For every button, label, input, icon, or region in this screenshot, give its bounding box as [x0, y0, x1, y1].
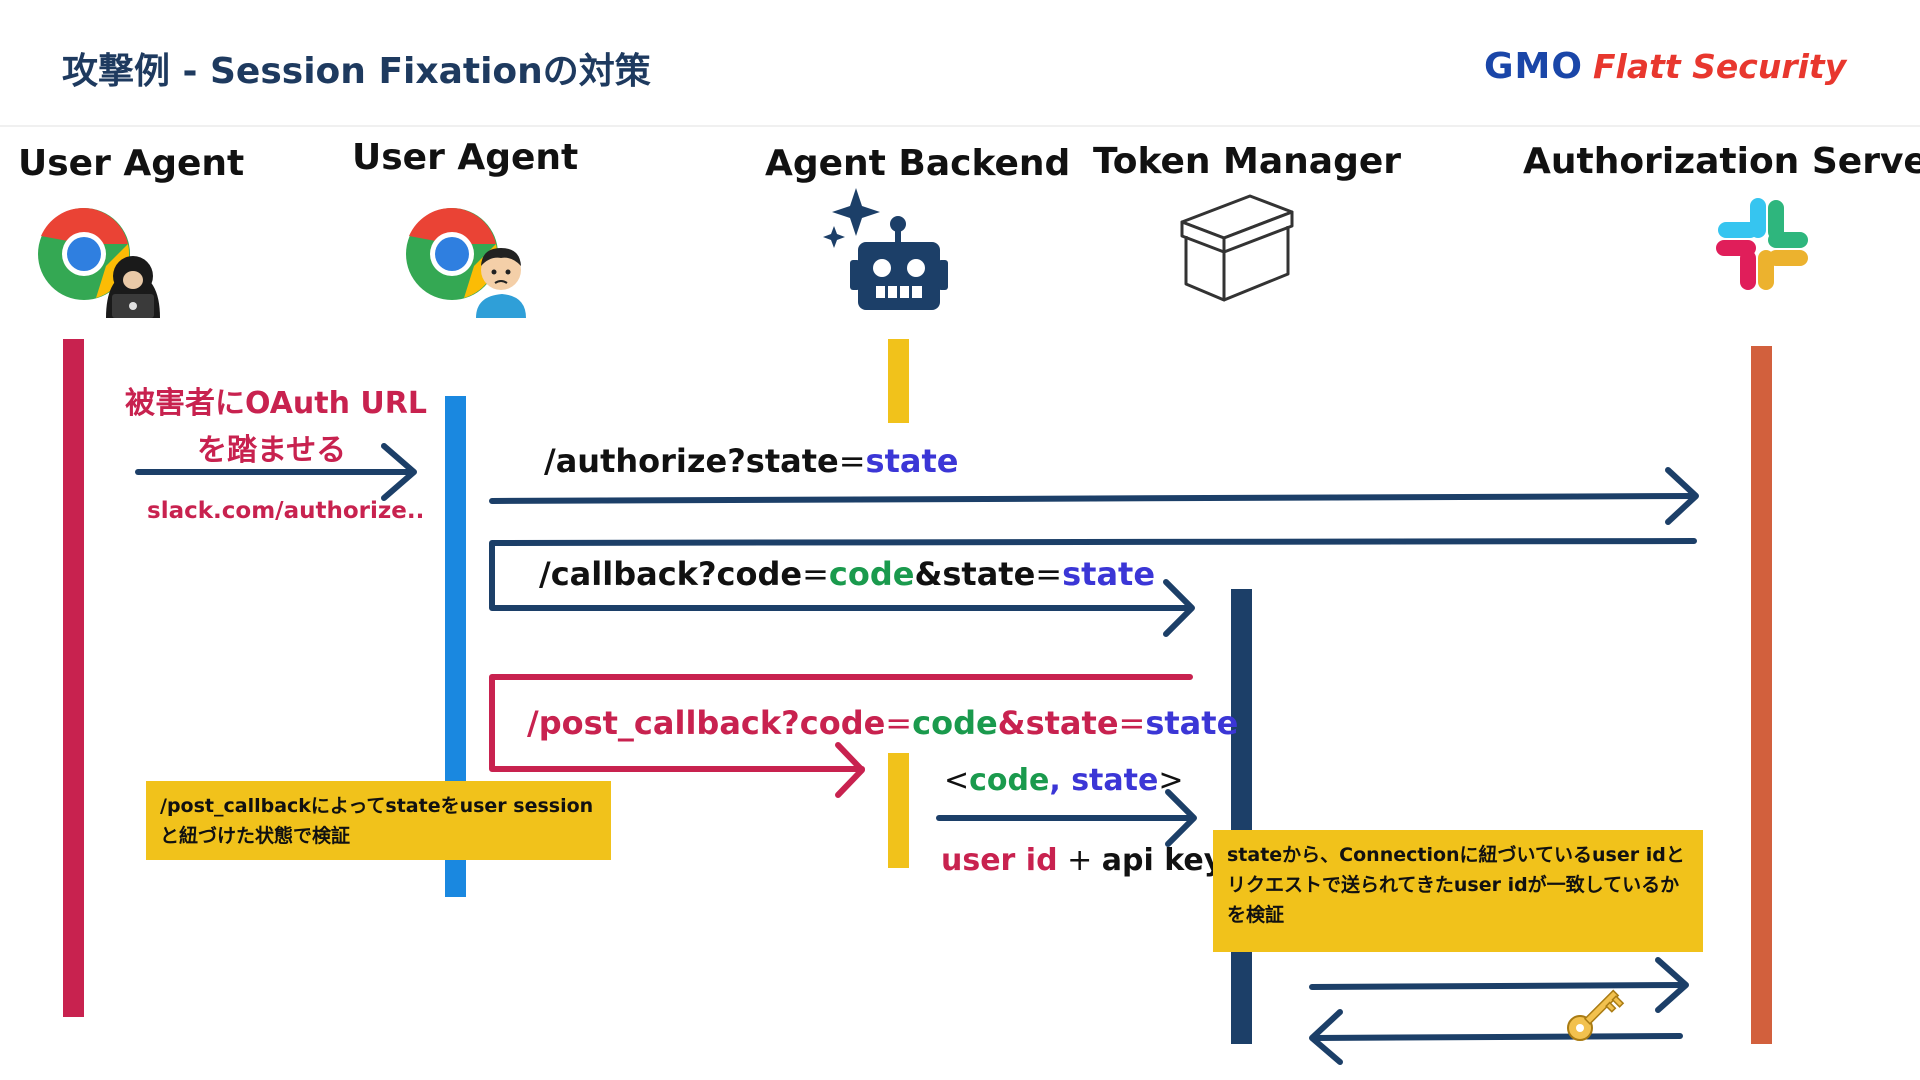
actor-label-agent-backend: Agent Backend: [765, 143, 1071, 184]
arrow-token-response: [1309, 1009, 1683, 1065]
label-userid-apikey: user id + api key: [941, 843, 1224, 878]
brand-gmo: GMO: [1484, 46, 1583, 87]
box-icon: [1180, 194, 1294, 302]
actor-label-authorization-server: Authorization Server: [1523, 141, 1920, 182]
label-callback: /callback?code=code&state=state: [539, 555, 1156, 593]
header-divider: [0, 125, 1920, 127]
note-post-callback-verification: /post_callbackによってstateをuser sessionと紐づけ…: [146, 781, 611, 860]
arrow-attack-link: [135, 443, 417, 501]
brand-name: Flatt Security: [1592, 47, 1847, 86]
arrow-code-state: [936, 789, 1197, 847]
note-userid-verification: stateから、Connectionに紐づいているuser idとリクエストで送…: [1213, 830, 1703, 952]
attack-url: slack.com/authorize..: [147, 498, 425, 524]
arrow-token-request: [1309, 957, 1689, 1013]
lifeline-victim-agent: [445, 396, 466, 897]
robot-icon: [823, 188, 948, 310]
chrome-with-victim-icon: [406, 207, 526, 318]
slack-icon: [1716, 198, 1808, 290]
label-post-callback: /post_callback?code=code&state=state: [527, 704, 1239, 742]
arrow-authorize: [489, 467, 1699, 525]
activation-agent-backend-top: [888, 339, 909, 423]
attack-message-line2: を踏ませる: [197, 433, 347, 468]
lifeline-authorization-server: [1751, 346, 1772, 1044]
activation-agent-backend-bottom: [888, 753, 909, 868]
lifeline-attacker-agent: [63, 339, 84, 1017]
actor-label-attacker-agent: User Agent: [18, 143, 245, 184]
label-authorize: /authorize?state=state: [544, 442, 959, 480]
arrow-post-callback: [489, 674, 1193, 798]
actor-label-token-manager: Token Manager: [1093, 141, 1402, 182]
label-code-state: <code, state>: [944, 763, 1184, 798]
page-title: 攻撃例 - Session Fixationの対策: [62, 51, 651, 92]
arrow-callback: [489, 538, 1697, 637]
attack-message-line1: 被害者にOAuth URL: [125, 386, 427, 421]
actor-label-victim-agent: User Agent: [352, 137, 579, 178]
chrome-with-attacker-icon: [38, 207, 160, 318]
key-icon: [1567, 989, 1625, 1041]
